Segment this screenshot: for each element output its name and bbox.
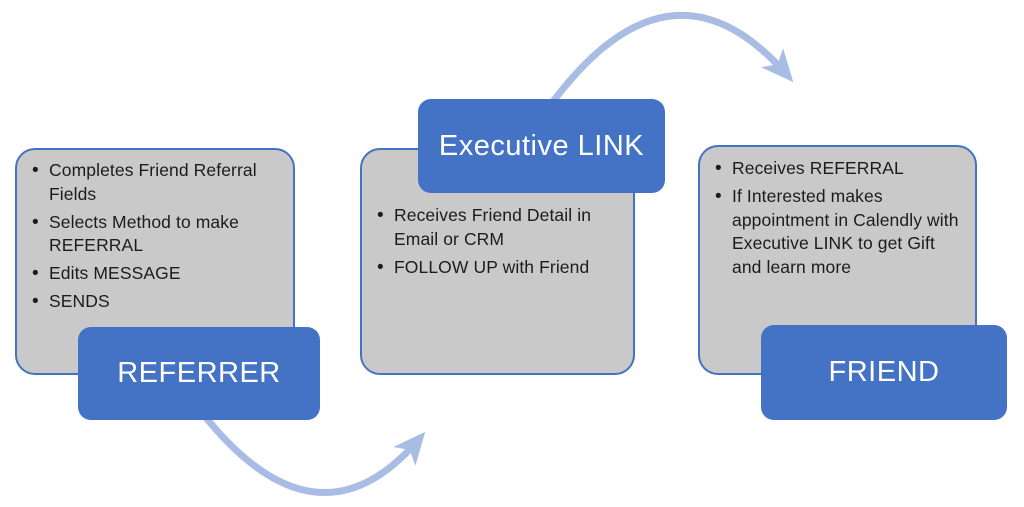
referrer-bullet-list: Completes Friend Referral Fields Selects…	[17, 150, 293, 315]
arrow-executive-link-to-friend	[541, 11, 794, 117]
executive-link-label: Executive LINK	[418, 99, 665, 193]
friend-label-text: FRIEND	[828, 356, 940, 388]
arrow-referrer-to-executive-link	[200, 411, 426, 497]
bullet-item: Receives Friend Detail in Email or CRM	[375, 203, 627, 252]
bullet-item: SENDS	[30, 289, 285, 315]
referrer-label-text: REFERRER	[117, 357, 281, 389]
executive-link-label-text: Executive LINK	[438, 129, 645, 162]
bullet-item: Completes Friend Referral Fields	[30, 158, 285, 207]
referrer-label: REFERRER	[78, 327, 320, 420]
friend-label: FRIEND	[761, 325, 1007, 420]
bullet-item: Receives REFERRAL	[713, 156, 969, 182]
bullet-item: Selects Method to make REFERRAL	[30, 210, 285, 259]
bullet-item: Edits MESSAGE	[30, 261, 285, 287]
bullet-item: If Interested makes appointment in Calen…	[713, 184, 969, 280]
bullet-item: FOLLOW UP with Friend	[375, 255, 627, 281]
friend-bullet-list: Receives REFERRAL If Interested makes ap…	[700, 147, 975, 280]
executive-link-bullet-list: Receives Friend Detail in Email or CRM F…	[362, 150, 633, 281]
referrer-steps-card: Completes Friend Referral Fields Selects…	[15, 148, 295, 375]
